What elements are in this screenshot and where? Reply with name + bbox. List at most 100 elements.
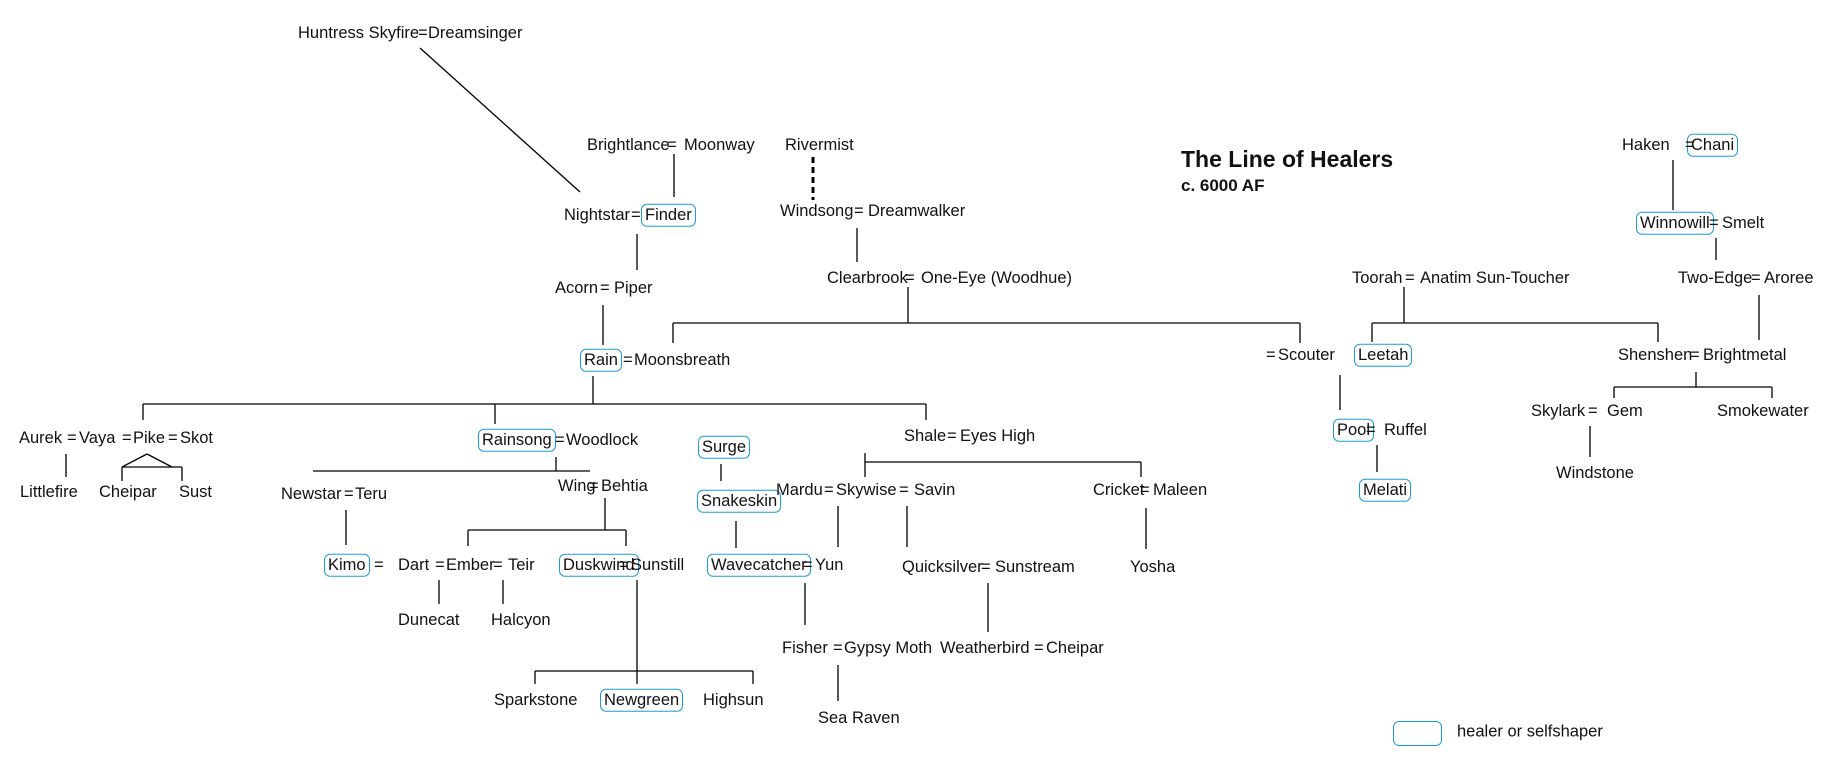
person-duskwind: Duskwind: [559, 553, 639, 577]
person-surge: Surge: [698, 435, 751, 459]
partner-separator: =: [1034, 638, 1044, 657]
person-skylark: Skylark: [1531, 401, 1586, 420]
person-pool: Pool: [1333, 418, 1375, 442]
person-smokewater: Smokewater: [1717, 401, 1809, 420]
partner-separator: =: [1685, 135, 1695, 154]
person-clearbrook: Clearbrook: [827, 268, 908, 287]
partner-separator: =: [1266, 345, 1276, 364]
partner-separator: =: [947, 426, 957, 445]
person-huntress-skyfire: Huntress Skyfire: [298, 23, 420, 42]
partner-separator: =: [168, 428, 178, 447]
partner-separator: =: [1690, 345, 1700, 364]
person-windstone: Windstone: [1556, 463, 1634, 482]
partner-separator: =: [1140, 480, 1150, 499]
partner-separator: =: [1751, 268, 1761, 287]
person-smelt: Smelt: [1722, 213, 1765, 232]
person-piper: Piper: [614, 278, 653, 297]
person-haken: Haken: [1622, 135, 1670, 154]
partner-separator: =: [555, 430, 565, 449]
person-scouter: Scouter: [1278, 345, 1335, 364]
person-littlefire: Littlefire: [20, 482, 78, 501]
person-quicksilver: Quicksilver: [902, 557, 983, 576]
partner-separator: =: [981, 557, 991, 576]
partner-separator: =: [623, 350, 633, 369]
person-toorah: Toorah: [1352, 268, 1403, 287]
person-newstar: Newstar: [281, 484, 342, 503]
person-shenshen: Shenshen: [1618, 345, 1693, 364]
person-snakeskin: Snakeskin: [697, 489, 782, 513]
person-highsun: Highsun: [703, 690, 764, 709]
person-pike: Pike: [133, 428, 166, 447]
person-vaya: Vaya: [79, 428, 116, 447]
diagram-title: The Line of Healers: [1181, 146, 1394, 172]
person-anatim: Anatim Sun-Toucher: [1420, 268, 1570, 287]
person-wavecatcher: Wavecatcher: [707, 553, 811, 577]
person-finder: Finder: [641, 203, 696, 227]
person-eyes-high: Eyes High: [960, 426, 1036, 445]
partner-separator: =: [824, 480, 834, 499]
person-brightmetal: Brightmetal: [1703, 345, 1787, 364]
partner-separator: =: [600, 278, 610, 297]
person-windsong: Windsong: [780, 201, 854, 220]
legend-healer-swatch: [1393, 721, 1442, 746]
person-wing: Wing: [558, 476, 596, 495]
person-kimo: Kimo: [324, 553, 370, 577]
person-newgreen: Newgreen: [600, 688, 684, 712]
person-teir: Teir: [508, 555, 535, 574]
person-dreamwalker: Dreamwalker: [868, 201, 966, 220]
partner-separator: =: [418, 23, 428, 42]
person-chani: Chani: [1687, 133, 1739, 157]
person-aroree: Aroree: [1764, 268, 1814, 287]
partner-separator: =: [1405, 268, 1415, 287]
person-moonway: Moonway: [684, 135, 755, 154]
partner-separator: =: [854, 201, 864, 220]
tree-connector: [146, 453, 173, 468]
partner-separator: =: [493, 555, 503, 574]
person-fisher: Fisher: [782, 638, 828, 657]
person-one-eye: One-Eye (Woodhue): [921, 268, 1073, 287]
partner-separator: =: [631, 205, 641, 224]
partner-separator: =: [905, 268, 915, 287]
person-yun: Yun: [815, 555, 844, 574]
person-teru: Teru: [355, 484, 388, 503]
person-rainsong: Rainsong: [478, 428, 556, 452]
person-acorn: Acorn: [555, 278, 599, 297]
person-gem: Gem: [1607, 401, 1643, 420]
person-moonsbreath: Moonsbreath: [634, 350, 731, 369]
partner-separator: =: [344, 484, 354, 503]
person-halcyon: Halcyon: [491, 610, 551, 629]
person-dart: Dart: [398, 555, 430, 574]
person-sunstream: Sunstream: [995, 557, 1075, 576]
person-sparkstone: Sparkstone: [494, 690, 578, 709]
person-weatherbird: Weatherbird: [940, 638, 1030, 657]
person-cheipar: Cheipar: [99, 482, 157, 501]
person-gypsy-moth: Gypsy Moth: [844, 638, 933, 657]
person-sust: Sust: [179, 482, 213, 501]
person-aurek: Aurek: [19, 428, 63, 447]
tree-connector: [121, 453, 148, 468]
person-leetah: Leetah: [1354, 343, 1413, 367]
person-cricket: Cricket: [1093, 480, 1145, 499]
person-woodlock: Woodlock: [566, 430, 639, 449]
partner-separator: =: [619, 555, 629, 574]
partner-separator: =: [589, 476, 599, 495]
person-behtia: Behtia: [601, 476, 648, 495]
person-sunstill: Sunstill: [631, 555, 685, 574]
tree-connector: [419, 47, 581, 193]
person-mardu: Mardu: [776, 480, 823, 499]
person-skywise: Skywise: [836, 480, 897, 499]
person-rivermist: Rivermist: [785, 135, 854, 154]
partner-separator: =: [833, 638, 843, 657]
person-dreamsinger: Dreamsinger: [428, 23, 523, 42]
partner-separator: =: [1709, 213, 1719, 232]
person-savin: Savin: [914, 480, 956, 499]
partner-separator: =: [899, 480, 909, 499]
partner-separator: =: [122, 428, 132, 447]
person-dunecat: Dunecat: [398, 610, 460, 629]
partner-separator: =: [1588, 401, 1598, 420]
person-brightlance: Brightlance: [587, 135, 670, 154]
partner-separator: =: [435, 555, 445, 574]
partner-separator: =: [803, 555, 813, 574]
person-nightstar: Nightstar: [564, 205, 631, 224]
